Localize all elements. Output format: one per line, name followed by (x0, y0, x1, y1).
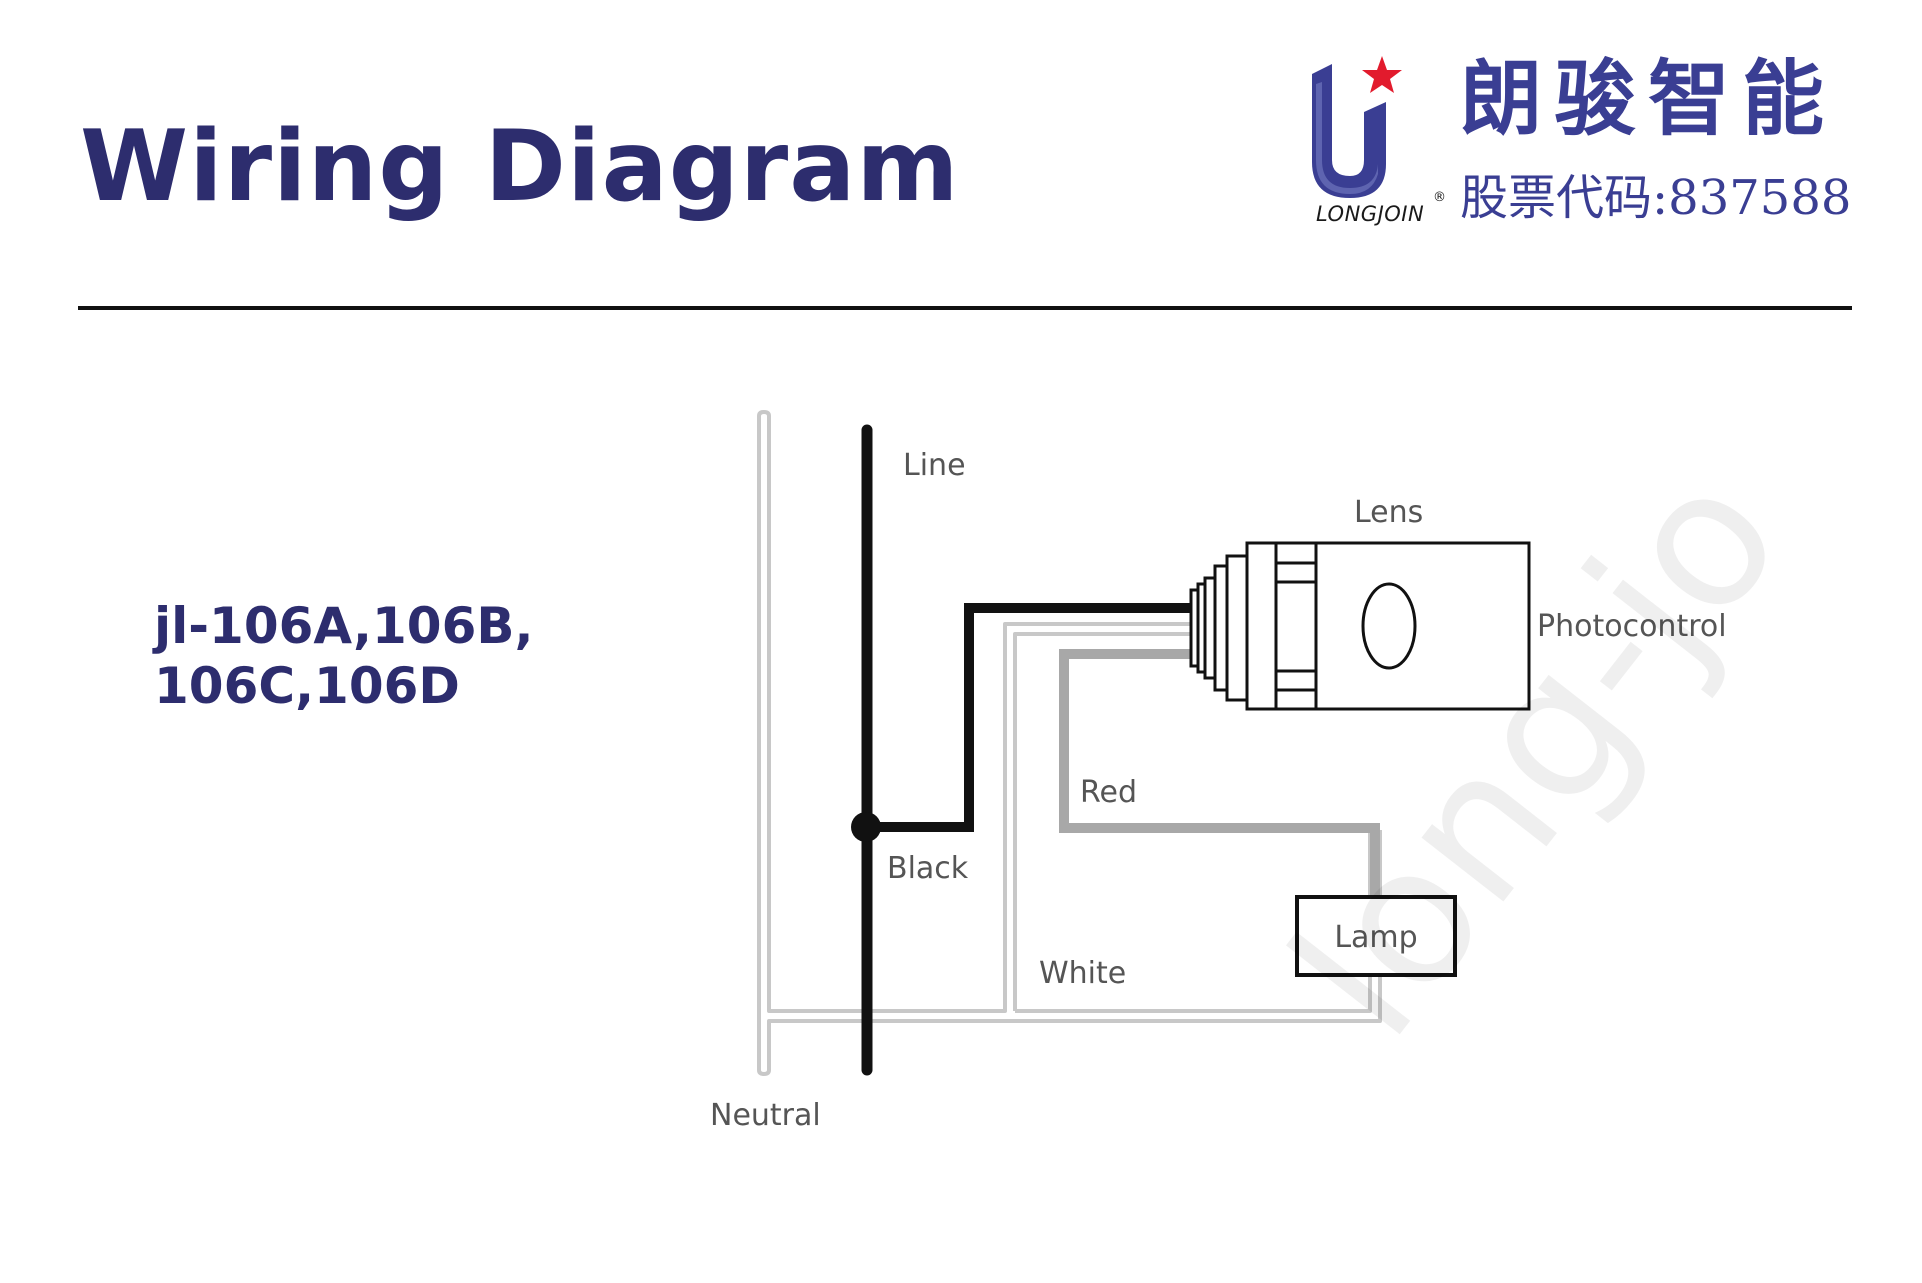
photocontrol-body (1245, 541, 1531, 711)
title-divider (78, 306, 1852, 310)
model-numbers: jl-106A,106B, 106C,106D (154, 596, 534, 716)
red-wire (1059, 649, 1380, 897)
logo-u-shape (1312, 64, 1386, 198)
black-wire (867, 603, 1190, 832)
lamp-box: Lamp (1295, 895, 1457, 977)
logo-star-icon (1362, 56, 1402, 93)
label-red: Red (1080, 775, 1137, 810)
company-logo: LONGJOIN ® 朗骏智能 股票代码:837588 (1300, 52, 1860, 242)
model-line-1: jl-106A,106B, (154, 597, 534, 655)
label-black: Black (887, 851, 969, 886)
label-line: Line (903, 448, 966, 483)
model-line-2: 106C,106D (154, 657, 460, 715)
photocontrol-lens (1361, 582, 1417, 670)
label-lens: Lens (1354, 495, 1423, 530)
label-photocontrol: Photocontrol (1537, 609, 1727, 644)
logo-stock-code: 股票代码:837588 (1460, 170, 1852, 226)
label-lamp: Lamp (1334, 920, 1417, 955)
splice-junction (851, 812, 881, 842)
neutral-wire (757, 410, 1382, 1076)
logo-brand-text: LONGJOIN (1316, 202, 1425, 226)
logo-registered-mark: ® (1433, 190, 1446, 205)
label-white: White (1039, 956, 1126, 991)
page-title: Wiring Diagram (80, 110, 960, 224)
logo-chinese-name: 朗骏智能 (1460, 51, 1837, 147)
photocontrol-connector (1189, 554, 1249, 702)
logo-u-highlight (1316, 82, 1378, 194)
longjoin-u-logo-icon (1312, 56, 1402, 198)
label-neutral: Neutral (710, 1098, 821, 1133)
